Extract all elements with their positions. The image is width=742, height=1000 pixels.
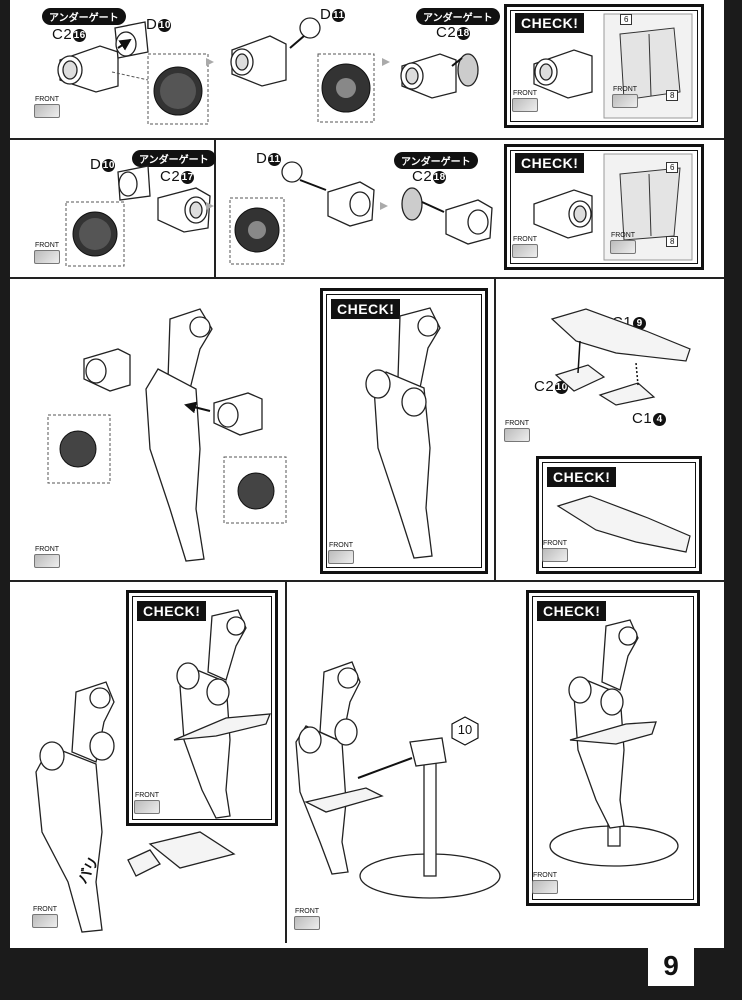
check-illustration-leg bbox=[320, 288, 488, 574]
step-arrow bbox=[206, 58, 214, 66]
ref-tag: 6 bbox=[620, 14, 632, 25]
front-arrow-icon bbox=[504, 428, 530, 442]
stand-part-number: 10 bbox=[452, 722, 478, 737]
front-arrow-icon bbox=[34, 250, 60, 264]
scan-edge-bottom bbox=[0, 948, 742, 1000]
ref-tag: 6 bbox=[666, 162, 678, 173]
front-arrow-icon bbox=[532, 880, 558, 894]
front-indicator: FRONT bbox=[608, 86, 642, 110]
page-number: 9 bbox=[648, 946, 694, 986]
front-indicator: FRONT bbox=[510, 236, 540, 260]
front-indicator: FRONT bbox=[292, 908, 322, 932]
front-indicator: FRONT bbox=[510, 90, 540, 114]
front-indicator: FRONT bbox=[32, 96, 62, 120]
front-arrow-icon bbox=[612, 94, 638, 108]
front-indicator: FRONT bbox=[32, 546, 62, 570]
duct-part bbox=[58, 22, 148, 92]
front-indicator: FRONT bbox=[530, 872, 560, 896]
front-indicator: FRONT bbox=[30, 906, 60, 930]
front-arrow-icon bbox=[328, 550, 354, 564]
ref-tag: 8 bbox=[666, 236, 678, 247]
front-arrow-icon bbox=[34, 554, 60, 568]
front-indicator: FRONT bbox=[32, 242, 62, 266]
front-arrow-icon bbox=[512, 244, 538, 258]
front-arrow-icon bbox=[34, 104, 60, 118]
front-arrow-icon bbox=[512, 98, 538, 112]
front-indicator: FRONT bbox=[502, 420, 532, 444]
stand-attach-illustration bbox=[286, 582, 516, 942]
check-illustration-stand bbox=[526, 590, 700, 906]
front-indicator: FRONT bbox=[540, 540, 570, 564]
front-arrow-icon bbox=[32, 914, 58, 928]
ref-tag: 8 bbox=[666, 90, 678, 101]
front-indicator: FRONT bbox=[606, 232, 640, 256]
leg-wing-attach-illustration bbox=[10, 582, 286, 942]
front-indicator: FRONT bbox=[326, 542, 356, 566]
front-arrow-icon bbox=[542, 548, 568, 562]
front-arrow-icon bbox=[294, 916, 320, 930]
front-arrow-icon bbox=[610, 240, 636, 254]
